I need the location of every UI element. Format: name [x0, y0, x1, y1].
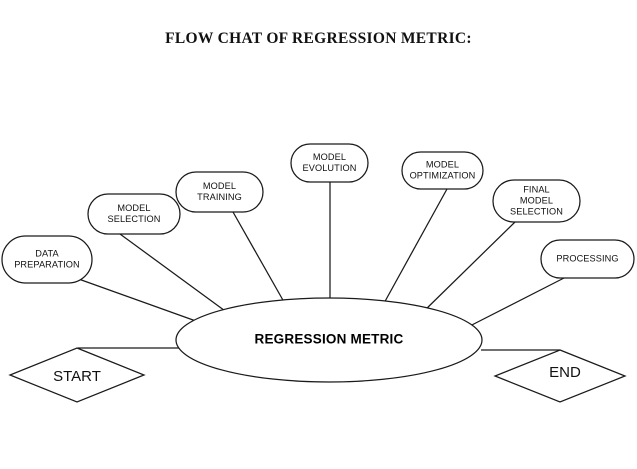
node-label-model-optimization: MODEL	[426, 159, 459, 169]
connector-model-optimization	[382, 188, 448, 306]
node-label-final-model-selection: FINAL	[523, 184, 550, 194]
page-title: FLOW CHAT OF REGRESSION METRIC:	[165, 30, 472, 47]
terminal-start[interactable]	[8, 347, 146, 403]
center-node-regression-metric[interactable]	[175, 297, 483, 383]
node-label-data-preparation: DATA	[35, 248, 59, 258]
connector-model-training	[232, 211, 289, 310]
node-data-preparation[interactable]	[1, 235, 93, 284]
node-model-evolution[interactable]	[290, 143, 369, 183]
connector-processing	[461, 277, 565, 331]
terminal-label-end: END	[549, 364, 581, 381]
node-group: DATAPREPARATIONMODELSELECTIONMODELTRAINI…	[1, 143, 635, 284]
terminal-end[interactable]	[493, 349, 627, 403]
node-label-final-model-selection: MODEL	[520, 195, 553, 205]
center-node-group: REGRESSION METRIC	[175, 297, 483, 383]
connector-data-preparation	[72, 276, 208, 326]
node-model-optimization[interactable]	[401, 151, 484, 190]
node-label-final-model-selection: SELECTION	[510, 206, 563, 216]
node-label-model-optimization: OPTIMIZATION	[410, 170, 476, 180]
center-node-label: REGRESSION METRIC	[255, 332, 404, 347]
terminal-group: START END	[8, 347, 627, 403]
node-label-model-training: MODEL	[203, 181, 236, 191]
node-label-processing: PROCESSING	[556, 253, 618, 263]
node-label-data-preparation: PREPARATION	[14, 259, 80, 269]
node-label-model-evolution: MODEL	[313, 152, 346, 162]
node-label-model-selection: SELECTION	[108, 214, 161, 224]
terminal-label-start: START	[53, 368, 101, 385]
connector-group	[72, 182, 565, 351]
node-final-model-selection[interactable]	[492, 179, 581, 223]
node-label-model-selection: MODEL	[117, 203, 150, 213]
node-label-model-evolution: EVOLUTION	[303, 163, 357, 173]
connector-final-model-selection	[421, 221, 516, 314]
node-label-model-training: TRAINING	[197, 192, 242, 202]
node-model-selection[interactable]	[87, 193, 181, 235]
node-processing[interactable]	[540, 239, 635, 279]
node-model-training[interactable]	[175, 171, 264, 213]
